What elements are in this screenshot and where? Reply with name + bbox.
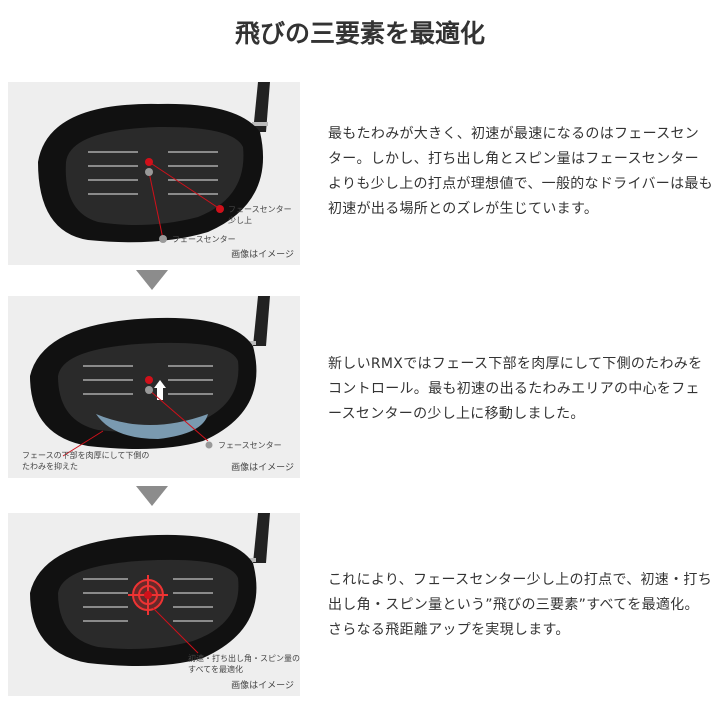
label-optimize-all: 初速・打ち出し角・スピン量のすべてを最適化 xyxy=(188,654,300,674)
description-1: 最もたわみが大きく、初速が最速になるのはフェースセンター。しかし、打ち出し角とス… xyxy=(328,126,713,217)
down-arrow-icon xyxy=(136,486,168,506)
description-3: これにより、フェースセンター少し上の打点で、初速・打ち出し角・スピン量という”飛… xyxy=(328,572,712,638)
driver-head-illustration xyxy=(30,513,270,667)
driver-image-2: フェースセンター フェースの下部を肉厚にして下側のたわみを抑えた 画像はイメージ xyxy=(8,296,300,478)
image-note: 画像はイメージ xyxy=(231,681,294,691)
label-face-center: フェースセンター xyxy=(218,441,282,450)
driver-image-1: フェースセンター少し上 フェースセンター 画像はイメージ xyxy=(8,82,300,265)
image-note: 画像はイメージ xyxy=(231,463,294,473)
driver-head-illustration xyxy=(30,296,270,457)
page-title: 飛びの三要素を最適化 xyxy=(234,19,485,48)
label-face-center-above: フェースセンター少し上 xyxy=(228,205,292,225)
label-face-center: フェースセンター xyxy=(172,235,236,244)
driver-head-illustration xyxy=(38,82,270,243)
driver-image-3: 初速・打ち出し角・スピン量のすべてを最適化 画像はイメージ xyxy=(8,513,300,696)
label-face-lower-thick: フェースの下部を肉厚にして下側のたわみを抑えた xyxy=(22,451,150,471)
down-arrow-icon xyxy=(136,270,168,290)
description-2: 新しいRMXではフェース下部を肉厚にして下側のたわみをコントロール。最も初速の出… xyxy=(328,356,703,422)
image-note: 画像はイメージ xyxy=(231,250,294,260)
